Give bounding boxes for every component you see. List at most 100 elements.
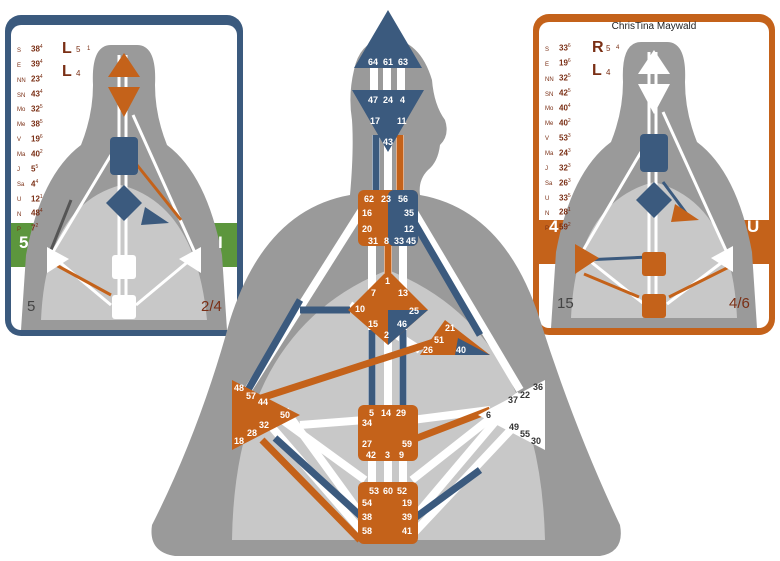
design-head-center [108,53,140,77]
design-ajna-center [108,87,140,117]
gate-label: 26 [423,345,433,355]
planet-gate: 59 [559,223,568,233]
planet-gate: 24 [559,148,568,158]
planet-gate: 42 [559,88,568,98]
gate-label: 6 [486,410,491,420]
planet-line: 1 [567,207,571,214]
planet-gate: 40 [31,149,40,159]
gate-label: 31 [368,236,378,246]
main-g-personality [388,310,428,345]
planet-symbol: SN [545,91,554,98]
planet-line: 5 [567,87,571,94]
design-inner-silhouette [41,185,207,320]
gate-label: 64 [368,57,378,67]
personality-arrow-top-color: 5 [606,44,611,53]
gate-label: 25 [409,306,419,316]
gate-label: 56 [398,194,408,204]
gate-label: 49 [509,422,519,432]
planet-gate: 32 [31,104,40,114]
personality-g-center [636,182,672,218]
planet-gate: 7 [31,224,36,234]
planet-row: SN 425 [545,86,571,101]
planet-line: 6 [567,57,571,64]
planet-gate: 19 [559,58,568,68]
personality-arrow-top-tone: 4 [616,45,620,51]
design-arrow-top-color: 5 [76,45,81,54]
planet-gate: 32 [559,163,568,173]
gate-label: 3 [385,450,390,460]
main-head-center [354,10,422,68]
gate-label: 42 [366,450,376,460]
personality-spleen-center [575,244,599,274]
gate-label: 2 [384,330,389,340]
personality-arrow-bottom-color: 4 [606,68,611,77]
main-root-center [358,482,418,544]
gate-label: 38 [362,512,372,522]
planet-line: 3 [567,177,571,184]
planet-symbol: S [17,47,22,54]
planet-line: 4 [39,88,43,95]
design-solar-center [179,247,201,273]
planet-line: 5 [39,103,43,110]
design-band-left: 5 [19,233,29,252]
planet-line: 3 [567,162,571,169]
gate-label: 7 [371,288,376,298]
gate-label: 37 [508,395,518,405]
personality-solar-center [711,246,733,272]
gate-label: 46 [397,319,407,329]
gate-label: 10 [355,304,365,314]
planet-symbol: U [17,197,22,204]
planet-gate: 33 [559,193,568,203]
planet-symbol: NN [545,76,554,83]
gate-label: 14 [381,408,391,418]
planet-gate: 53 [559,133,568,143]
planet-line: 2 [567,117,571,124]
planet-symbol: U [545,196,550,203]
gate-label: 20 [362,224,372,234]
planet-symbol: SN [17,92,26,99]
design-g-center [106,185,142,221]
planet-symbol: Mo [17,107,26,114]
design-root-center [112,295,136,319]
planet-gate: 26 [559,178,568,188]
gate-label: 30 [531,436,541,446]
gate-label: 60 [383,486,393,496]
design-card-inner [11,25,237,330]
gate-label: 23 [381,194,391,204]
design-spleen-center [47,247,69,273]
personality-arrow-top: R [592,39,604,56]
gate-label: 24 [383,95,393,105]
design-band-right: I [218,233,223,252]
planet-line: 5 [35,163,39,170]
gate-label: 8 [384,236,389,246]
gate-label: 45 [406,236,416,246]
gate-label: 55 [520,429,530,439]
personality-band-right: U [747,217,760,236]
gate-label: 15 [368,319,378,329]
planet-line: 5 [567,72,571,79]
personality-throat-center [640,134,668,172]
planet-symbol: Ma [545,151,554,158]
gate-label: 9 [399,450,404,460]
design-heart-center [141,207,169,225]
design-arrow-top-tone: 1 [87,46,91,52]
gate-label: 47 [368,95,378,105]
planet-row: Mo 325 [17,102,43,117]
personality-card-inner [539,22,769,328]
